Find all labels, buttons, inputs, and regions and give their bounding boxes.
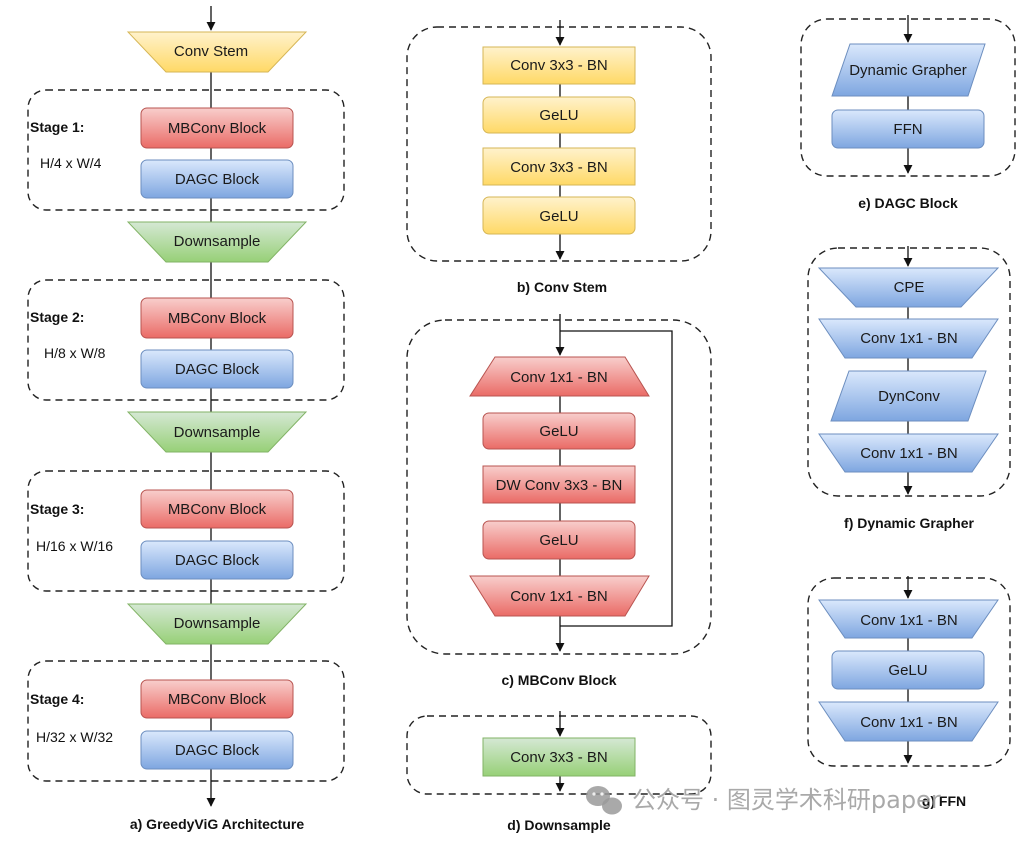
caption-g: g) FFN xyxy=(922,793,966,809)
caption-b: b) Conv Stem xyxy=(517,279,607,295)
mbconv-dwconv3x3-bn-label: DW Conv 3x3 - BN xyxy=(496,477,623,494)
downsample-1-node xyxy=(126,221,308,263)
stage-1-container xyxy=(27,89,345,211)
caption-e: e) DAGC Block xyxy=(858,195,958,211)
stem-conv3x3-bn-1-node xyxy=(482,46,636,85)
downsample-3-node xyxy=(126,603,308,645)
stage-3-container xyxy=(27,470,345,592)
panel-c-mbconv-block: Conv 1x1 - BN GeLU DW Conv 3x3 - BN GeLU… xyxy=(406,314,712,688)
stage-3-resolution: H/16 x W/16 xyxy=(36,538,113,554)
ffn-conv1x1-bn-2-label: Conv 1x1 - BN xyxy=(860,714,958,731)
stage-1-mbconv-node xyxy=(140,107,294,149)
watermark: 公众号 · 图灵学术科研paper xyxy=(586,786,941,815)
stage-3-mbconv-node xyxy=(140,489,294,529)
stage-2-dagc-node xyxy=(140,349,294,389)
grapher-conv1x1-bn-1-label: Conv 1x1 - BN xyxy=(860,330,958,347)
panel-f-dynamic-grapher: CPE Conv 1x1 - BN DynConv Conv 1x1 - BN … xyxy=(807,246,1011,531)
caption-d: d) Downsample xyxy=(507,817,611,833)
dagc-container xyxy=(800,18,1016,177)
downsample-2-node xyxy=(126,411,308,453)
mbconv-conv1x1-bn-expand-label: Conv 1x1 - BN xyxy=(510,369,608,386)
stem-gelu-2-label: GeLU xyxy=(539,208,578,225)
residual-connection xyxy=(560,330,673,627)
stage-1-mbconv-label: MBConv Block xyxy=(168,120,267,137)
stage-1-label: Stage 1: xyxy=(30,119,84,135)
stage-4-mbconv-node xyxy=(140,679,294,719)
stage-1-resolution: H/4 x W/4 xyxy=(40,155,102,171)
ffn-node xyxy=(831,109,985,149)
ffn-container xyxy=(807,577,1011,767)
conv-stem-label: Conv Stem xyxy=(174,43,248,60)
ffn-gelu-node xyxy=(831,650,985,690)
mbconv-gelu-1-node xyxy=(482,412,636,450)
conv-stem-node xyxy=(126,31,308,73)
mbconv-gelu-2-node xyxy=(482,520,636,560)
dynamic-grapher-label: Dynamic Grapher xyxy=(849,62,967,79)
stage-2-mbconv-node xyxy=(140,297,294,339)
panel-g-ffn: Conv 1x1 - BN GeLU Conv 1x1 - BN g) FFN xyxy=(807,576,1011,809)
stage-4-container xyxy=(27,660,345,782)
stage-2-container xyxy=(27,279,345,401)
ffn-label: FFN xyxy=(893,121,922,138)
mbconv-dwconv3x3-bn-node xyxy=(482,465,636,504)
panel-e-dagc-block: Dynamic Grapher FFN e) DAGC Block xyxy=(800,15,1016,211)
caption-f: f) Dynamic Grapher xyxy=(844,515,974,531)
dynconv-label: DynConv xyxy=(878,388,940,405)
stem-gelu-1-node xyxy=(482,96,636,134)
mbconv-gelu-1-label: GeLU xyxy=(539,423,578,440)
conv-stem-container xyxy=(406,26,712,262)
mbconv-conv1x1-bn-project-node xyxy=(469,575,650,617)
ffn-conv1x1-bn-1-label: Conv 1x1 - BN xyxy=(860,612,958,629)
stage-3-label: Stage 3: xyxy=(30,501,84,517)
caption-c: c) MBConv Block xyxy=(501,672,616,688)
stage-4-resolution: H/32 x W/32 xyxy=(36,729,113,745)
stage-3-dagc-node xyxy=(140,540,294,580)
mbconv-gelu-2-label: GeLU xyxy=(539,532,578,549)
panel-b-conv-stem: Conv 3x3 - BN GeLU Conv 3x3 - BN GeLU b)… xyxy=(406,20,712,295)
stage-2-mbconv-label: MBConv Block xyxy=(168,310,267,327)
stage-2-label: Stage 2: xyxy=(30,309,84,325)
stage-1-dagc-label: DAGC Block xyxy=(175,171,260,188)
downsample-3-label: Downsample xyxy=(174,615,261,632)
stage-3-mbconv-label: MBConv Block xyxy=(168,501,267,518)
mbconv-conv1x1-bn-expand-node xyxy=(469,356,650,397)
stage-4-dagc-label: DAGC Block xyxy=(175,742,260,759)
ffn-conv1x1-bn-2-node xyxy=(818,701,999,742)
grapher-conv1x1-bn-2-node xyxy=(818,433,999,473)
downsample-conv3x3-bn-label: Conv 3x3 - BN xyxy=(510,749,608,766)
dynamic-grapher-container xyxy=(807,247,1011,497)
mbconv-conv1x1-bn-project-label: Conv 1x1 - BN xyxy=(510,588,608,605)
stem-gelu-2-node xyxy=(482,196,636,235)
watermark-text: 公众号 · 图灵学术科研paper xyxy=(632,786,941,814)
stage-4-label: Stage 4: xyxy=(30,691,84,707)
stem-conv3x3-bn-1-label: Conv 3x3 - BN xyxy=(510,57,608,74)
cpe-label: CPE xyxy=(894,279,925,296)
stem-gelu-1-label: GeLU xyxy=(539,107,578,124)
cpe-node xyxy=(817,267,1000,308)
stage-2-resolution: H/8 x W/8 xyxy=(44,345,106,361)
downsample-container xyxy=(406,715,712,795)
ffn-conv1x1-bn-1-node xyxy=(818,599,999,639)
stage-2-dagc-label: DAGC Block xyxy=(175,361,260,378)
stem-conv3x3-bn-2-label: Conv 3x3 - BN xyxy=(510,159,608,176)
stem-conv3x3-bn-2-node xyxy=(482,147,636,186)
downsample-conv3x3-bn-node xyxy=(482,737,636,777)
caption-a: a) GreedyViG Architecture xyxy=(130,816,305,832)
grapher-conv1x1-bn-2-label: Conv 1x1 - BN xyxy=(860,445,958,462)
panel-d-downsample: Conv 3x3 - BN d) Downsample xyxy=(406,711,712,833)
dynconv-node xyxy=(830,370,987,422)
mbconv-container xyxy=(406,319,712,655)
panel-a-greedyvig-architecture: Conv Stem Stage 1: H/4 x W/4 MBConv Bloc… xyxy=(27,6,345,832)
wechat-icon xyxy=(586,786,622,815)
stage-3-dagc-label: DAGC Block xyxy=(175,552,260,569)
stage-4-mbconv-label: MBConv Block xyxy=(168,691,267,708)
grapher-conv1x1-bn-1-node xyxy=(818,318,999,359)
dynamic-grapher-node xyxy=(831,43,986,97)
downsample-2-label: Downsample xyxy=(174,424,261,441)
ffn-gelu-label: GeLU xyxy=(888,662,927,679)
downsample-1-label: Downsample xyxy=(174,233,261,250)
stage-1-dagc-node xyxy=(140,159,294,199)
stage-4-dagc-node xyxy=(140,730,294,770)
